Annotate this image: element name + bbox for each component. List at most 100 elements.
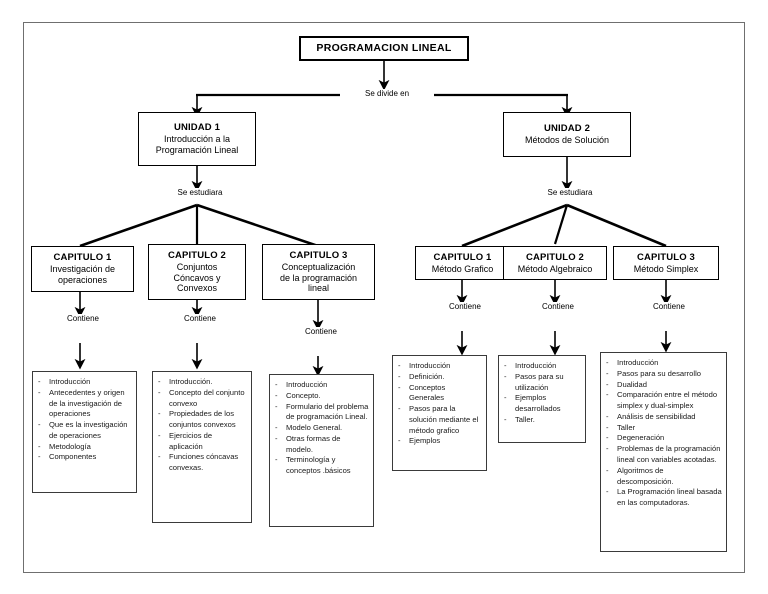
edge-label-contiene-5: Contiene bbox=[531, 302, 585, 311]
node-capitulo-2-unidad-2[interactable]: CAPITULO 2 Método Algebraico bbox=[503, 246, 607, 280]
content-box-capitulo-2-unidad-2[interactable]: -Introducción-Pasos para su utilización-… bbox=[498, 355, 586, 443]
node-unidad-2[interactable]: UNIDAD 2 Métodos de Solución bbox=[503, 112, 631, 157]
list-item: -Concepto del conjunto convexo bbox=[156, 388, 247, 410]
bullet-dash: - bbox=[275, 380, 278, 389]
node-unidad-2-title: UNIDAD 2 bbox=[543, 123, 591, 135]
list-item: -Degeneración bbox=[604, 433, 722, 444]
list-item-text: Modelo General. bbox=[286, 423, 343, 433]
bullet-dash: - bbox=[158, 409, 161, 419]
list-item-text: Algoritmos de descomposición. bbox=[617, 465, 674, 486]
bullet-dash: - bbox=[606, 390, 609, 400]
node-capitulo-1-unidad-1[interactable]: CAPITULO 1 Investigación de operaciones bbox=[31, 246, 134, 292]
list-item-text: Concepto. bbox=[286, 390, 321, 400]
list-item-text: Definición. bbox=[409, 371, 445, 381]
list-item-text: Otras formas de modelo. bbox=[286, 433, 341, 454]
list-item: -Ejemplos bbox=[396, 436, 482, 447]
list-item: -Pasos para su desarrollo bbox=[604, 369, 722, 380]
list-item: -Concepto. bbox=[273, 391, 369, 402]
list-item: -La Programación lineal basada en las co… bbox=[604, 487, 722, 509]
content-box-capitulo-2-unidad-1[interactable]: -Introducción.-Concepto del conjunto con… bbox=[152, 371, 252, 523]
bullet-dash: - bbox=[504, 393, 507, 403]
list-item: -Antecedentes y origen de la investigaci… bbox=[36, 388, 132, 420]
content-box-capitulo-1-unidad-2[interactable]: -Introducción-Definición.-Conceptos Gene… bbox=[392, 355, 487, 471]
content-list-3: -Introducción-Concepto.-Formulario del p… bbox=[273, 380, 369, 477]
content-box-capitulo-3-unidad-1[interactable]: -Introducción-Concepto.-Formulario del p… bbox=[269, 374, 374, 527]
list-item-text: Conceptos Generales bbox=[409, 382, 446, 403]
list-item: -Conceptos Generales bbox=[396, 383, 482, 405]
node-capitulo-3-unidad-2[interactable]: CAPITULO 3 Método Simplex bbox=[613, 246, 719, 280]
node-unidad-1-subtitle: Introducción a la Programación Lineal bbox=[155, 134, 239, 156]
content-box-capitulo-3-unidad-2[interactable]: -Introducción-Pasos para su desarrollo-D… bbox=[600, 352, 727, 552]
list-item-text: Introducción bbox=[286, 380, 328, 389]
bullet-dash: - bbox=[606, 487, 609, 497]
list-item: -Definición. bbox=[396, 372, 482, 383]
list-item-text: Pasos para su utilización bbox=[515, 371, 564, 392]
list-item-text: Introducción bbox=[49, 377, 91, 386]
bullet-dash: - bbox=[606, 444, 609, 454]
content-list-1: -Introducción-Antecedentes y origen de l… bbox=[36, 377, 132, 463]
bullet-dash: - bbox=[504, 371, 507, 381]
bullet-dash: - bbox=[606, 358, 609, 367]
list-item-text: Formulario del problema de programación … bbox=[286, 401, 369, 422]
edge-label-contiene-6: Contiene bbox=[642, 302, 696, 311]
node-unidad-2-subtitle: Métodos de Solución bbox=[524, 135, 610, 146]
list-item: -Propiedades de los conjuntos convexos bbox=[156, 409, 247, 431]
node-capitulo-2-unidad-1[interactable]: CAPITULO 2 Conjuntos Cóncavos y Convexos bbox=[148, 244, 246, 300]
list-item: -Problemas de la programación lineal con… bbox=[604, 444, 722, 466]
list-item-text: Introducción. bbox=[169, 377, 213, 386]
list-item-text: Ejercicios de aplicación bbox=[169, 430, 213, 451]
list-item-text: Dualidad bbox=[617, 379, 647, 389]
bullet-dash: - bbox=[606, 411, 609, 421]
list-item-text: Concepto del conjunto convexo bbox=[169, 387, 245, 408]
list-item-text: Introducción bbox=[515, 361, 557, 370]
list-item-text: Introducción bbox=[409, 361, 451, 370]
node-capitulo-1-unidad-2[interactable]: CAPITULO 1 Método Grafico bbox=[415, 246, 510, 280]
list-item: -Formulario del problema de programación… bbox=[273, 402, 369, 424]
content-list-5: -Introducción-Pasos para su utilización-… bbox=[502, 361, 581, 426]
bullet-dash: - bbox=[504, 361, 507, 370]
list-item-text: Que es la investigación de operaciones bbox=[49, 420, 128, 440]
bullet-dash: - bbox=[606, 465, 609, 475]
list-item: -Análisis de sensibilidad bbox=[604, 412, 722, 423]
bullet-dash: - bbox=[38, 377, 41, 386]
list-item-text: Degeneración bbox=[617, 433, 665, 443]
node-capitulo-1-unidad-2-title: CAPITULO 1 bbox=[433, 251, 492, 263]
list-item: -Dualidad bbox=[604, 380, 722, 391]
node-root[interactable]: PROGRAMACION LINEAL bbox=[299, 36, 469, 61]
node-capitulo-2-unidad-1-subtitle: Conjuntos Cóncavos y Convexos bbox=[173, 262, 221, 294]
bullet-dash: - bbox=[275, 401, 278, 411]
list-item-text: Antecedentes y origen de la investigació… bbox=[49, 387, 125, 419]
list-item-text: Terminología y conceptos .básicos bbox=[286, 455, 351, 476]
list-item: -Funciones cóncavas convexas. bbox=[156, 452, 247, 474]
bullet-dash: - bbox=[38, 387, 41, 397]
list-item-text: La Programación lineal basada en las com… bbox=[617, 487, 722, 508]
list-item-text: Comparación entre el método simplex y du… bbox=[617, 390, 718, 411]
node-unidad-1[interactable]: UNIDAD 1 Introducción a la Programación … bbox=[138, 112, 256, 166]
bullet-dash: - bbox=[158, 377, 161, 386]
content-box-capitulo-1-unidad-1[interactable]: -Introducción-Antecedentes y origen de l… bbox=[32, 371, 137, 493]
node-unidad-1-title: UNIDAD 1 bbox=[173, 122, 221, 134]
node-capitulo-2-unidad-2-subtitle: Método Algebraico bbox=[517, 263, 593, 274]
list-item-text: Análisis de sensibilidad bbox=[617, 411, 696, 421]
list-item: -Introducción bbox=[604, 358, 722, 369]
node-capitulo-2-unidad-2-title: CAPITULO 2 bbox=[526, 251, 584, 263]
edge-label-study-right: Se estudiara bbox=[535, 188, 605, 197]
list-item-text: Pasos para su desarrollo bbox=[617, 368, 701, 378]
list-item: -Taller bbox=[604, 423, 722, 434]
list-item: -Pasos para la solución mediante el méto… bbox=[396, 404, 482, 436]
bullet-dash: - bbox=[158, 387, 161, 397]
list-item: -Taller. bbox=[502, 415, 581, 426]
bullet-dash: - bbox=[38, 420, 41, 430]
content-list-2: -Introducción.-Concepto del conjunto con… bbox=[156, 377, 247, 474]
list-item: -Introducción bbox=[273, 380, 369, 391]
list-item: -Algoritmos de descomposición. bbox=[604, 466, 722, 488]
list-item-text: Metodología bbox=[49, 441, 91, 451]
node-capitulo-3-unidad-1[interactable]: CAPITULO 3 Conceptualización de la progr… bbox=[262, 244, 375, 300]
content-list-6: -Introducción-Pasos para su desarrollo-D… bbox=[604, 358, 722, 509]
node-capitulo-3-unidad-1-subtitle: Conceptualización de la programación lin… bbox=[279, 262, 358, 294]
list-item: -Introducción. bbox=[156, 377, 247, 388]
node-capitulo-2-unidad-1-title: CAPITULO 2 bbox=[168, 249, 226, 261]
edge-label-contiene-2: Contiene bbox=[173, 314, 227, 323]
bullet-dash: - bbox=[606, 433, 609, 443]
